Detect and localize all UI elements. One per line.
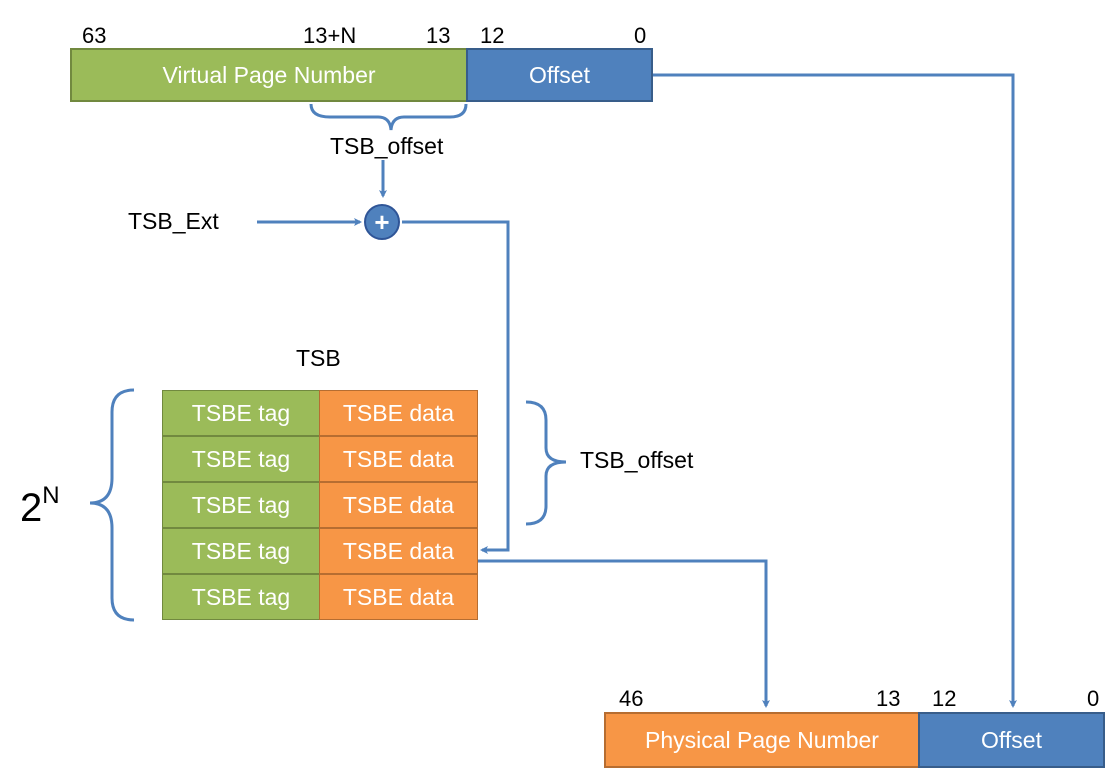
- adder-plus-icon: +: [364, 204, 400, 240]
- tsb-offset-brace: [525, 400, 567, 526]
- bit-63-label: 63: [82, 23, 107, 48]
- tsb-offset-label-top: TSB_offset: [330, 133, 444, 159]
- bit-13-label: 13: [876, 686, 901, 711]
- physical-offset-field: Offset: [918, 712, 1105, 768]
- tsb-title: TSB: [296, 345, 341, 371]
- tsbe-data-cell: TSBE data: [319, 482, 478, 528]
- size-brace: [89, 388, 135, 622]
- bit-12-label: 12: [932, 686, 957, 711]
- tsbe-tag-cell: TSBE tag: [162, 528, 320, 574]
- tsbe-tag-cell: TSBE tag: [162, 390, 320, 436]
- bit-46-label: 46: [619, 686, 644, 711]
- bit-13n-label: 13+N: [303, 23, 357, 48]
- adder-to-tsb-arrow: [402, 220, 510, 554]
- tsbe-data-cell: TSBE data: [319, 390, 478, 436]
- size-exponent: N: [42, 482, 60, 509]
- bit-12-label: 12: [480, 23, 505, 48]
- tsbe-tag-cell: TSBE tag: [162, 436, 320, 482]
- tsbe-data-cell: TSBE data: [319, 574, 478, 620]
- tsb-ext-label: TSB_Ext: [128, 208, 219, 234]
- bit-0-label: 0: [634, 23, 647, 48]
- offset-to-physical-arrow: [652, 73, 1017, 708]
- tsb-size-label: 2N: [20, 484, 60, 530]
- physical-page-number-field: Physical Page Number: [604, 712, 920, 768]
- tsb-offset-label-right: TSB_offset: [580, 447, 694, 473]
- tsbe-data-cell: TSBE data: [319, 528, 478, 574]
- tsb-to-ppn-arrow: [478, 559, 770, 708]
- bit-13-label: 13: [426, 23, 451, 48]
- bit-0-label: 0: [1087, 686, 1100, 711]
- tsbe-data-cell: TSBE data: [319, 436, 478, 482]
- virtual-offset-field: Offset: [466, 48, 653, 102]
- size-base: 2: [20, 486, 43, 530]
- tsbe-tag-cell: TSBE tag: [162, 574, 320, 620]
- virtual-page-number-field: Virtual Page Number: [70, 48, 468, 102]
- vpn-brace: [309, 103, 468, 131]
- tsbe-tag-cell: TSBE tag: [162, 482, 320, 528]
